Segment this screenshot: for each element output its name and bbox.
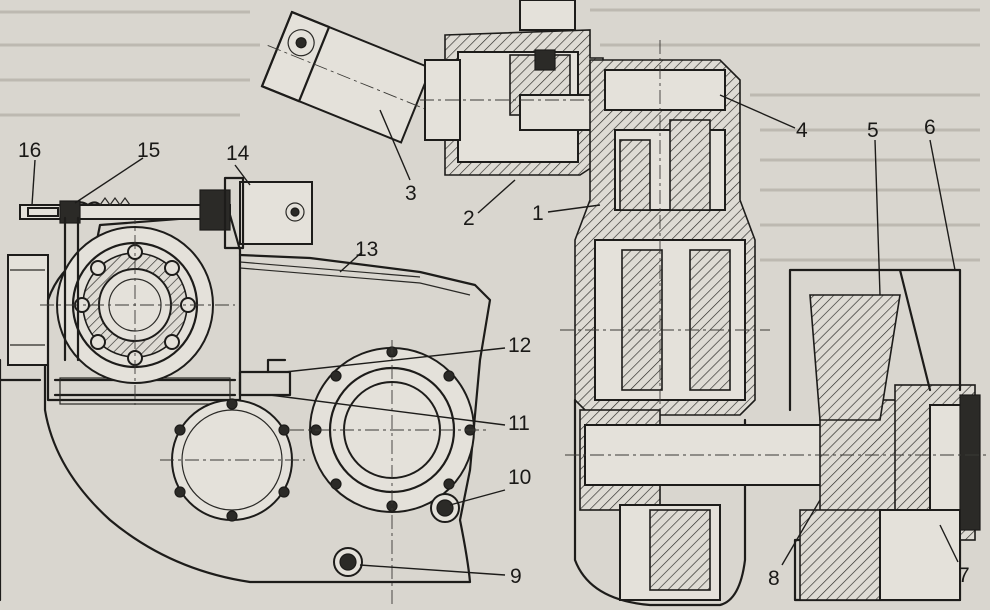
cover-hub <box>290 340 490 605</box>
callout-labels: 1 2 3 4 5 6 7 8 9 10 11 12 13 14 15 16 <box>18 116 970 590</box>
callout-1: 1 <box>532 202 544 225</box>
callout-12: 12 <box>508 334 531 357</box>
background-text-lines <box>0 8 980 262</box>
callout-8: 8 <box>768 567 780 590</box>
callout-13: 13 <box>355 238 378 261</box>
callout-16: 16 <box>18 139 41 162</box>
flange-assembly <box>40 210 235 405</box>
hydraulic-motor <box>260 10 435 144</box>
callout-4: 4 <box>796 119 808 142</box>
callout-10: 10 <box>508 466 531 489</box>
callout-6: 6 <box>924 116 936 139</box>
callout-15: 15 <box>137 139 160 162</box>
frame-side <box>788 268 962 412</box>
lower-case <box>573 398 747 607</box>
frame-left <box>7 254 49 366</box>
callout-3: 3 <box>405 182 417 205</box>
cylinder-14 <box>223 176 313 250</box>
callout-14: 14 <box>226 142 250 165</box>
left-view <box>0 10 492 605</box>
callout-7: 7 <box>958 564 970 587</box>
callout-2: 2 <box>463 207 475 230</box>
right-view <box>420 0 990 607</box>
callout-9: 9 <box>510 565 522 588</box>
callout-5: 5 <box>867 119 879 142</box>
housing-outline <box>43 253 492 584</box>
cover-small <box>160 398 305 522</box>
leaders <box>31 94 959 576</box>
callout-11: 11 <box>508 412 530 435</box>
